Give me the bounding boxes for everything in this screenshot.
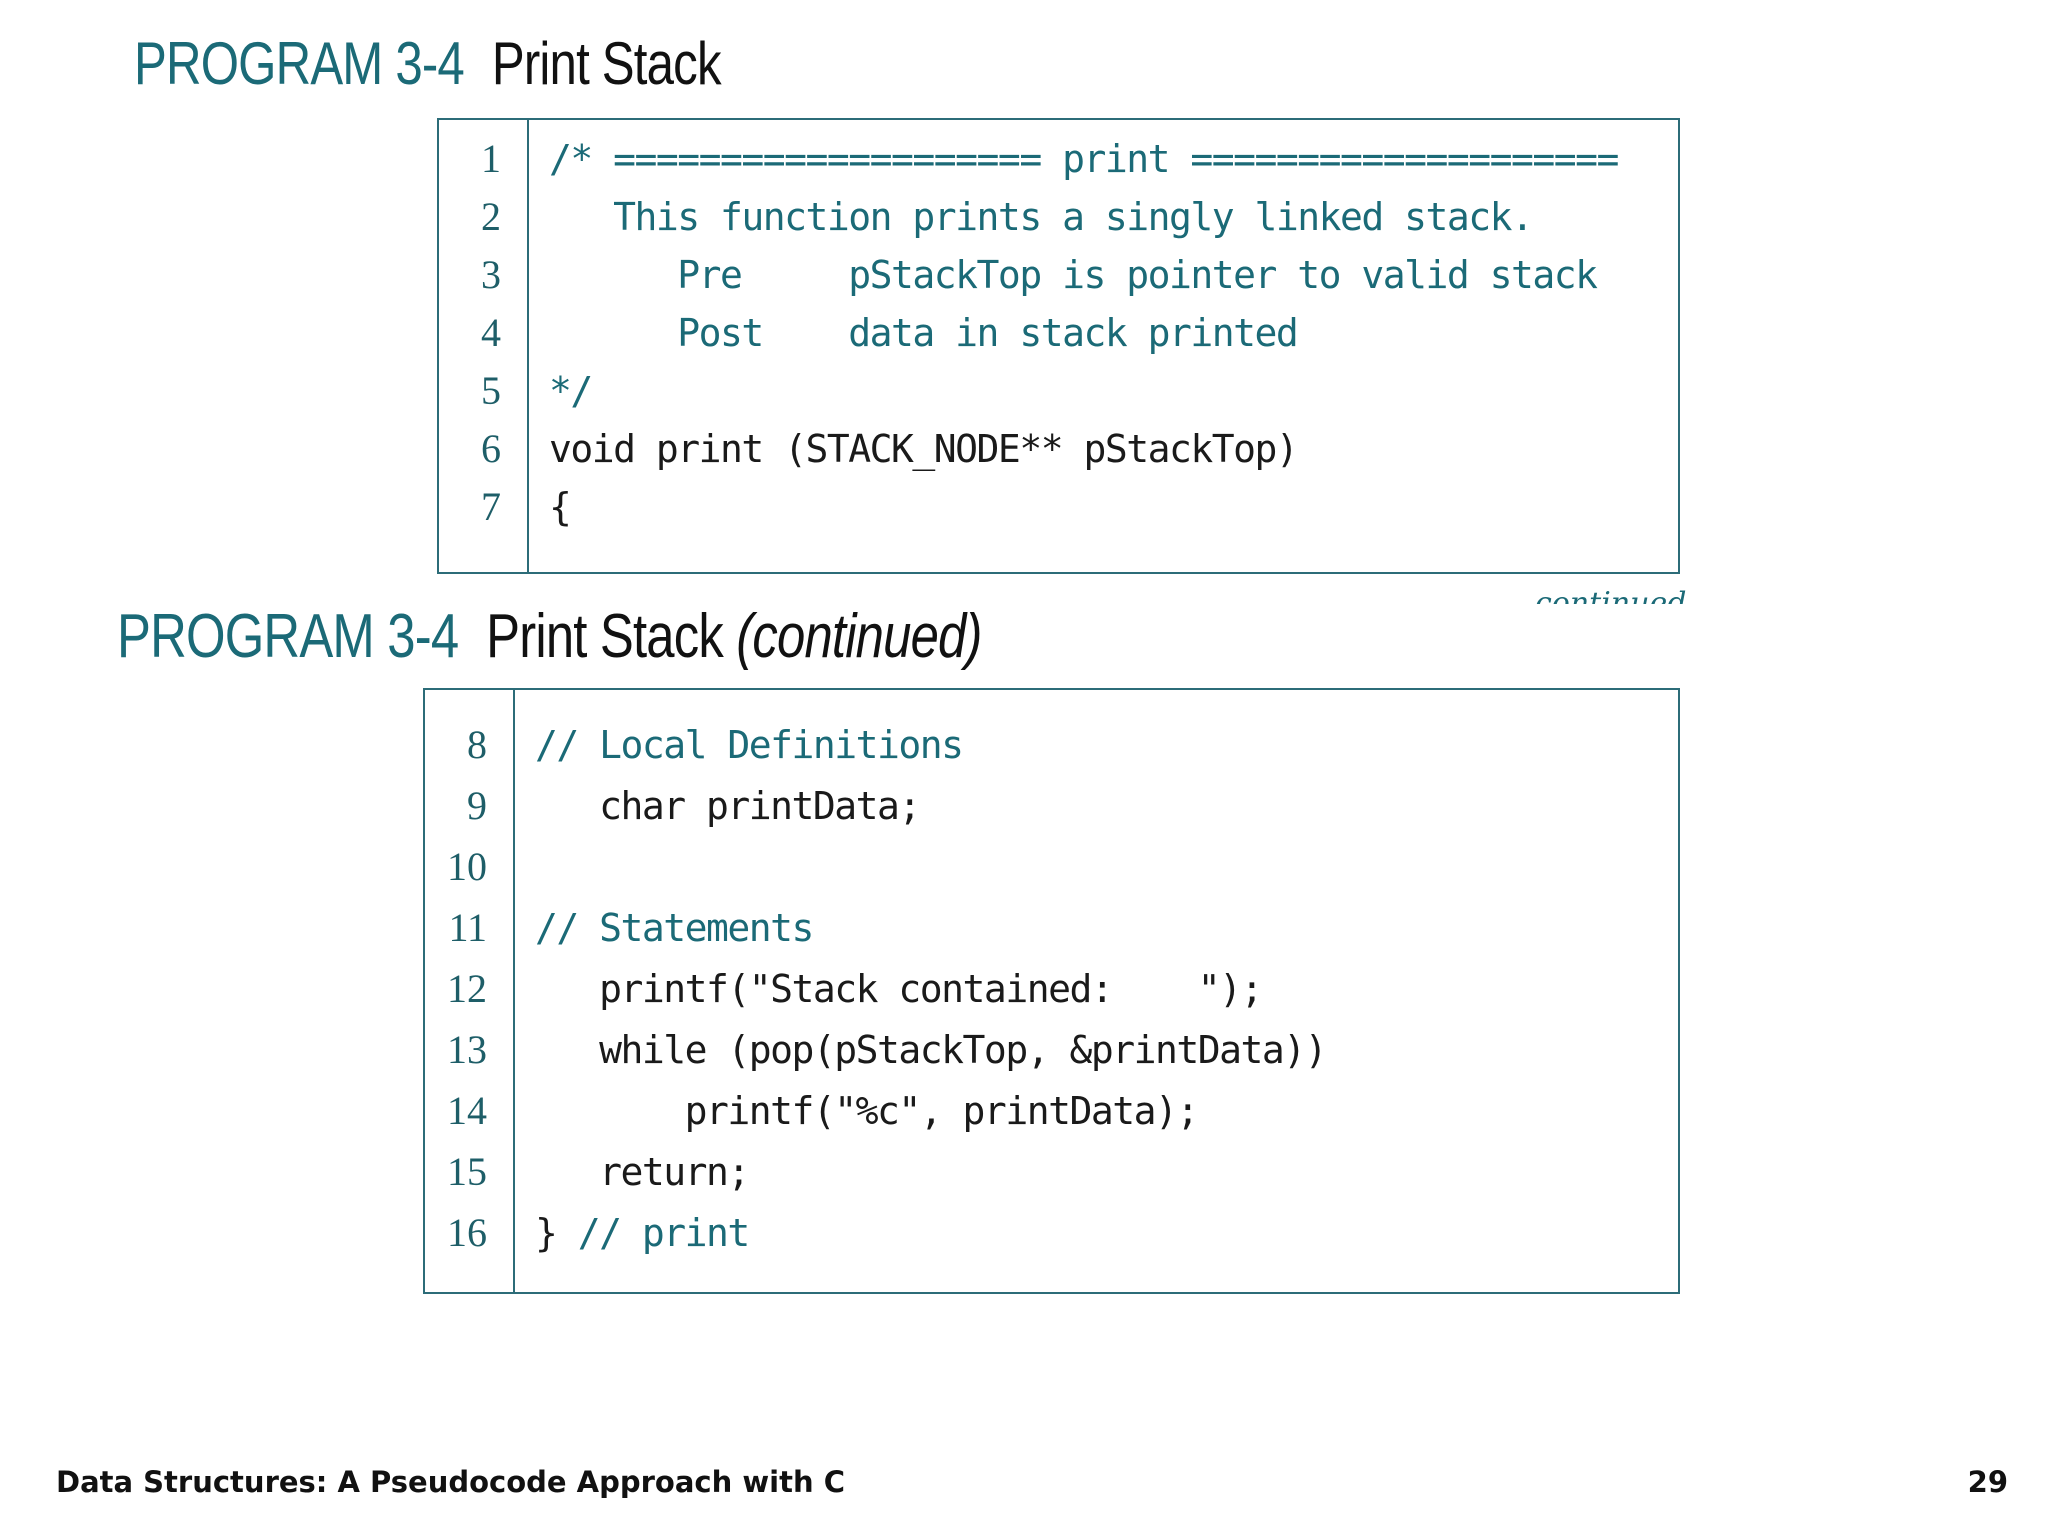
code-line: 15 return; bbox=[425, 1143, 1678, 1201]
line-number: 5 bbox=[481, 368, 501, 413]
code-text: Pre pStackTop is pointer to valid stack bbox=[549, 253, 1598, 297]
line-number: 6 bbox=[481, 426, 501, 471]
continued-suffix: (continued) bbox=[736, 602, 982, 671]
code-text: } // print bbox=[535, 1204, 751, 1262]
code-text: char printData; bbox=[535, 784, 921, 828]
code-line: 12 printf("Stack contained: "); bbox=[425, 960, 1678, 1018]
program-title: Print Stack bbox=[491, 30, 722, 97]
code-line: 7{ bbox=[439, 478, 1678, 536]
footer-book-title: Data Structures: A Pseudocode Approach w… bbox=[56, 1465, 845, 1499]
line-number: 15 bbox=[447, 1149, 487, 1194]
line-number: 16 bbox=[447, 1210, 487, 1255]
code-line: 9 char printData; bbox=[425, 777, 1678, 835]
line-number-gutter bbox=[439, 120, 529, 572]
code-text: Post data in stack printed bbox=[549, 311, 1298, 355]
code-line: 1 /* ==================== print =========… bbox=[439, 130, 1678, 188]
code-line: 2 This function prints a singly linked s… bbox=[439, 188, 1678, 246]
code-line: 6 void print (STACK_NODE** pStackTop) bbox=[439, 420, 1678, 478]
line-number: 12 bbox=[447, 966, 487, 1011]
code-text: { bbox=[549, 485, 572, 529]
line-number: 3 bbox=[481, 252, 501, 297]
program-title: Print Stack (continued) bbox=[486, 602, 982, 671]
code-text: /* ==================== print ==========… bbox=[549, 137, 1619, 181]
line-number: 9 bbox=[467, 783, 487, 828]
code-text: void print (STACK_NODE** pStackTop) bbox=[549, 427, 1299, 471]
comment-token: // print bbox=[556, 1211, 751, 1255]
code-text: // Local Definitions bbox=[535, 723, 964, 767]
code-line: 4 Post data in stack printed bbox=[439, 304, 1678, 362]
code-line: 16} // print bbox=[425, 1204, 1678, 1262]
code-line: 11 // Statements bbox=[425, 899, 1678, 957]
code-text: */ bbox=[549, 369, 593, 413]
program-number: PROGRAM 3-4 bbox=[117, 602, 459, 671]
line-number: 2 bbox=[481, 194, 501, 239]
line-number-gutter bbox=[425, 690, 515, 1292]
code-text: printf("%c", printData); bbox=[535, 1089, 1200, 1133]
code-line: 8 // Local Definitions bbox=[425, 716, 1678, 774]
line-number: 11 bbox=[448, 905, 487, 950]
code-line: 10 bbox=[425, 838, 1678, 896]
code-listing-1: 1 /* ==================== print =========… bbox=[437, 118, 1680, 574]
continued-tag: continued bbox=[1535, 586, 1687, 604]
line-number: 4 bbox=[481, 310, 501, 355]
code-line: 5 */ bbox=[439, 362, 1678, 420]
line-number: 13 bbox=[447, 1027, 487, 1072]
line-number: 7 bbox=[481, 484, 501, 529]
code-token: } bbox=[535, 1211, 558, 1255]
code-text: This function prints a singly linked sta… bbox=[549, 195, 1534, 239]
footer-page-number: 29 bbox=[1967, 1465, 2008, 1499]
program-number: PROGRAM 3-4 bbox=[134, 30, 465, 97]
code-text: // Statements bbox=[535, 906, 814, 950]
code-line: 14 printf("%c", printData); bbox=[425, 1082, 1678, 1140]
code-listing-2: 8 // Local Definitions 9 char printData; 10… bbox=[423, 688, 1680, 1294]
line-number: 8 bbox=[467, 722, 487, 767]
line-number: 14 bbox=[447, 1088, 487, 1133]
program-heading-2: PROGRAM 3-4 Print Stack (continued) bbox=[117, 598, 982, 676]
line-number: 1 bbox=[481, 136, 501, 181]
code-text: while (pop(pStackTop, &printData)) bbox=[535, 1028, 1327, 1072]
code-line: 13 while (pop(pStackTop, &printData)) bbox=[425, 1021, 1678, 1079]
code-text: printf("Stack contained: "); bbox=[535, 967, 1263, 1011]
code-line: 3 Pre pStackTop is pointer to valid stac… bbox=[439, 246, 1678, 304]
code-text: return; bbox=[535, 1150, 750, 1194]
program-heading-1: PROGRAM 3-4 Print Stack bbox=[134, 28, 722, 100]
line-number: 10 bbox=[447, 844, 487, 889]
